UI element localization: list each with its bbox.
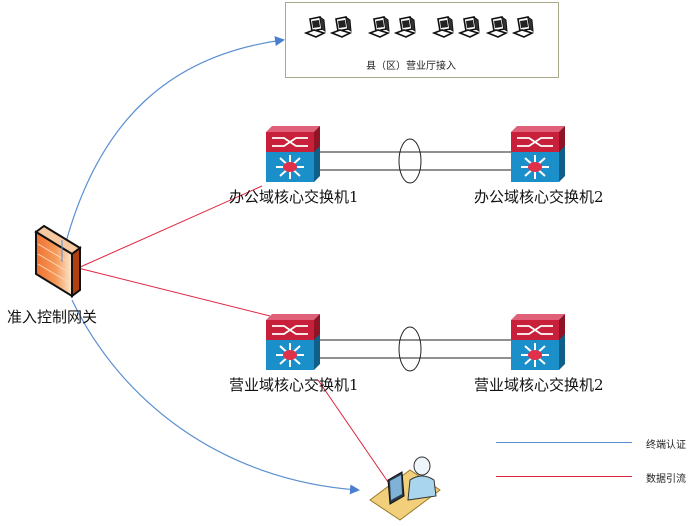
terminal-icon (305, 16, 326, 38)
terminal-icon (459, 16, 480, 38)
legend-swatch-data (496, 476, 632, 477)
business-core-switch-2-icon (510, 313, 566, 371)
business-core-switch-1-label: 营业域核心交换机1 (229, 376, 359, 394)
office-core-switch-2-icon (510, 125, 566, 183)
office-core-switch-1-label: 办公域核心交换机1 (229, 188, 359, 206)
office-core-switch-1-icon (265, 125, 321, 183)
terminal-icon (433, 16, 454, 38)
branch-label: 县（区）营业厅接入 (366, 61, 456, 72)
business-core-switch-2-label: 营业域核心交换机2 (474, 376, 604, 394)
link-aggregation-office (398, 138, 422, 184)
office-core-switch-2-label: 办公域核心交换机2 (474, 188, 604, 206)
link-aggregation-business (398, 326, 422, 372)
terminal-icon (487, 16, 508, 38)
business-core-switch-1-icon (265, 313, 321, 371)
auth-line-to-branch (65, 36, 285, 243)
terminal-group (305, 16, 534, 38)
legend-label-auth: 终端认证 (646, 440, 686, 451)
user-workstation-icon (369, 456, 441, 521)
terminal-icon (513, 16, 534, 38)
data-line-user (317, 379, 389, 483)
data-line-business (77, 267, 271, 317)
legend-label-data: 数据引流 (646, 474, 686, 485)
gateway-label: 准入控制网关 (7, 308, 98, 326)
data-line-office (77, 185, 263, 269)
branch-access-box: 县（区）营业厅接入 (285, 2, 559, 78)
firewall-icon (34, 224, 82, 298)
auth-line-to-user (71, 299, 360, 495)
terminal-icon (331, 16, 352, 38)
legend-swatch-auth (496, 442, 632, 443)
terminal-icon (395, 16, 416, 38)
terminal-icon (369, 16, 390, 38)
